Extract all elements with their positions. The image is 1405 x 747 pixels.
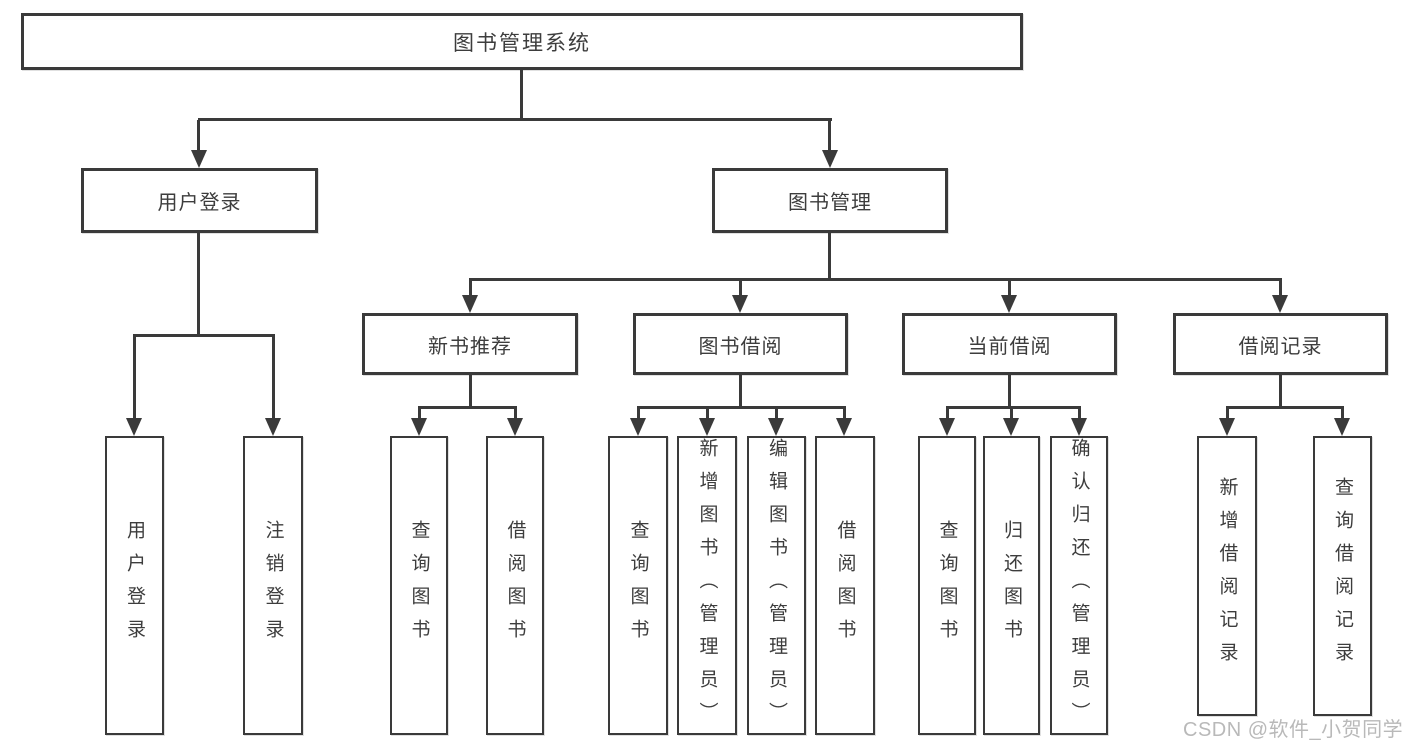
connector-line xyxy=(1279,375,1282,408)
leaf-return-books: 归还图书 xyxy=(983,436,1040,735)
connector-line xyxy=(1008,375,1011,408)
node-label: 用户登录 xyxy=(157,192,242,214)
arrowhead-down-icon xyxy=(1071,418,1087,436)
leaf-confirm-return-admin: 确认归还（管理员） xyxy=(1050,436,1108,735)
node-new-book-recommendation: 新书推荐 xyxy=(362,313,578,375)
leaf-search-books-3: 查询图书 xyxy=(918,436,976,735)
connector-line xyxy=(469,375,472,408)
connector-line xyxy=(520,70,523,120)
leaf-search-books-2: 查询图书 xyxy=(608,436,668,735)
connector-line xyxy=(1010,408,1013,418)
node-user-login: 用户登录 xyxy=(81,168,318,233)
leaf-label: 编辑图书（管理员） xyxy=(766,438,787,735)
arrowhead-down-icon xyxy=(939,418,955,436)
node-label: 图书管理系统 xyxy=(453,31,591,55)
csdn-watermark: CSDN @软件_小贺同学 xyxy=(1183,719,1404,741)
connector-line xyxy=(1226,406,1344,409)
connector-line xyxy=(469,278,1282,281)
leaf-label: 借阅图书 xyxy=(834,519,856,652)
connector-line xyxy=(1226,408,1229,418)
arrowhead-down-icon xyxy=(822,150,838,168)
leaf-label: 确认归还（管理员） xyxy=(1068,438,1090,735)
arrowhead-down-icon xyxy=(732,295,748,313)
connector-line xyxy=(739,280,742,295)
arrowhead-down-icon xyxy=(1001,295,1017,313)
leaf-search-books-1: 查询图书 xyxy=(390,436,448,735)
connector-line xyxy=(197,120,200,151)
arrowhead-down-icon xyxy=(1003,418,1019,436)
node-book-borrowing: 图书借阅 xyxy=(633,313,848,375)
arrowhead-down-icon xyxy=(699,418,715,436)
connector-line xyxy=(272,336,275,418)
node-label: 图书借阅 xyxy=(698,335,783,358)
connector-line xyxy=(1078,408,1081,418)
leaf-edit-books-admin: 编辑图书（管理员） xyxy=(747,436,806,735)
arrowhead-down-icon xyxy=(191,150,207,168)
connector-line xyxy=(637,408,640,418)
leaf-user-login: 用户登录 xyxy=(105,436,164,735)
node-label: 新书推荐 xyxy=(428,335,512,358)
leaf-label: 查询借阅记录 xyxy=(1332,477,1353,675)
node-label: 图书管理 xyxy=(788,192,872,214)
arrowhead-down-icon xyxy=(1272,295,1288,313)
connector-line xyxy=(828,120,831,151)
connector-line xyxy=(739,375,742,408)
leaf-add-borrow-record: 新增借阅记录 xyxy=(1197,436,1257,716)
leaf-add-books-admin: 新增图书（管理员） xyxy=(677,436,737,735)
arrowhead-down-icon xyxy=(768,418,784,436)
arrowhead-down-icon xyxy=(507,418,523,436)
leaf-label: 注销登录 xyxy=(262,519,284,652)
node-book-management: 图书管理 xyxy=(712,168,948,233)
node-current-borrowing: 当前借阅 xyxy=(902,313,1117,375)
connector-line xyxy=(828,233,831,280)
leaf-label: 借阅图书 xyxy=(504,519,526,652)
arrowhead-down-icon xyxy=(1334,418,1350,436)
node-label: 借阅记录 xyxy=(1238,335,1323,358)
connector-line xyxy=(133,334,275,337)
node-borrowing-records: 借阅记录 xyxy=(1173,313,1388,375)
leaf-label: 新增借阅记录 xyxy=(1216,477,1238,675)
connector-line xyxy=(198,118,832,121)
connector-line xyxy=(197,233,200,336)
leaf-label: 查询图书 xyxy=(627,519,649,652)
connector-line xyxy=(418,406,517,409)
connector-line xyxy=(1279,280,1282,295)
leaf-borrow-books-1: 借阅图书 xyxy=(486,436,544,735)
arrowhead-down-icon xyxy=(126,418,142,436)
arrowhead-down-icon xyxy=(462,295,478,313)
connector-line xyxy=(133,336,136,418)
node-library-management-system: 图书管理系统 xyxy=(21,13,1023,70)
connector-line xyxy=(843,408,846,418)
arrowhead-down-icon xyxy=(411,418,427,436)
leaf-label: 查询图书 xyxy=(936,519,958,652)
arrowhead-down-icon xyxy=(630,418,646,436)
node-label: 当前借阅 xyxy=(967,335,1052,358)
leaf-logout: 注销登录 xyxy=(243,436,303,735)
leaf-label: 归还图书 xyxy=(1001,519,1022,652)
leaf-borrow-books-2: 借阅图书 xyxy=(815,436,875,735)
connector-line xyxy=(469,280,472,295)
connector-line xyxy=(514,408,517,418)
connector-line xyxy=(775,408,778,418)
leaf-label: 新增图书（管理员） xyxy=(696,438,718,735)
connector-line xyxy=(637,406,846,409)
leaf-label: 用户登录 xyxy=(124,519,145,652)
arrowhead-down-icon xyxy=(1219,418,1235,436)
connector-line xyxy=(946,408,949,418)
connector-line xyxy=(706,408,709,418)
arrowhead-down-icon xyxy=(265,418,281,436)
connector-line xyxy=(946,406,1081,409)
arrowhead-down-icon xyxy=(836,418,852,436)
connector-line xyxy=(418,408,421,418)
connector-line xyxy=(1341,408,1344,418)
leaf-label: 查询图书 xyxy=(408,519,430,652)
connector-line xyxy=(1008,280,1011,295)
leaf-search-borrow-record: 查询借阅记录 xyxy=(1313,436,1372,716)
